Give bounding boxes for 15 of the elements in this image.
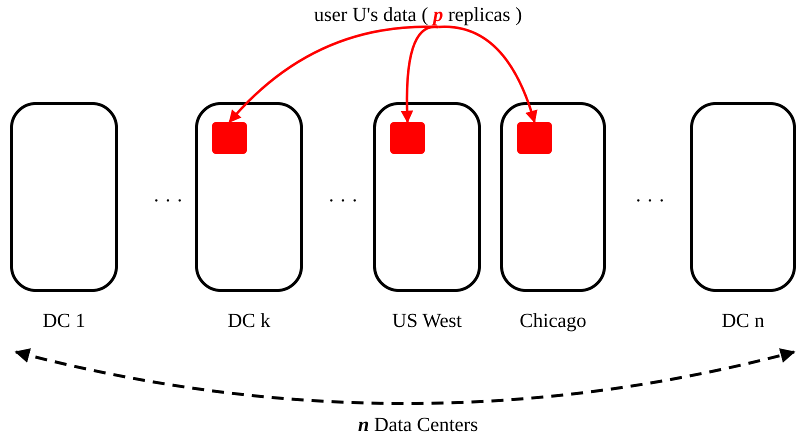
- data-center-label: DC k: [228, 310, 270, 333]
- caption-text: user U's data ( p replicas ): [314, 4, 522, 27]
- ellipsis: · · ·: [328, 190, 358, 213]
- replica-block: [390, 122, 425, 154]
- ellipsis: · · ·: [635, 190, 665, 213]
- data-center-label: Chicago: [520, 310, 586, 333]
- data-center-label: DC 1: [42, 310, 86, 333]
- arrow: [438, 26, 538, 124]
- ellipsis: · · ·: [153, 190, 183, 213]
- data-center-label: DC n: [722, 310, 764, 333]
- span-caption: n Data Centers: [358, 414, 478, 437]
- replica-block: [517, 122, 552, 154]
- data-center-label: US West: [392, 310, 462, 333]
- arrow: [400, 26, 438, 124]
- replica-block: [212, 122, 247, 154]
